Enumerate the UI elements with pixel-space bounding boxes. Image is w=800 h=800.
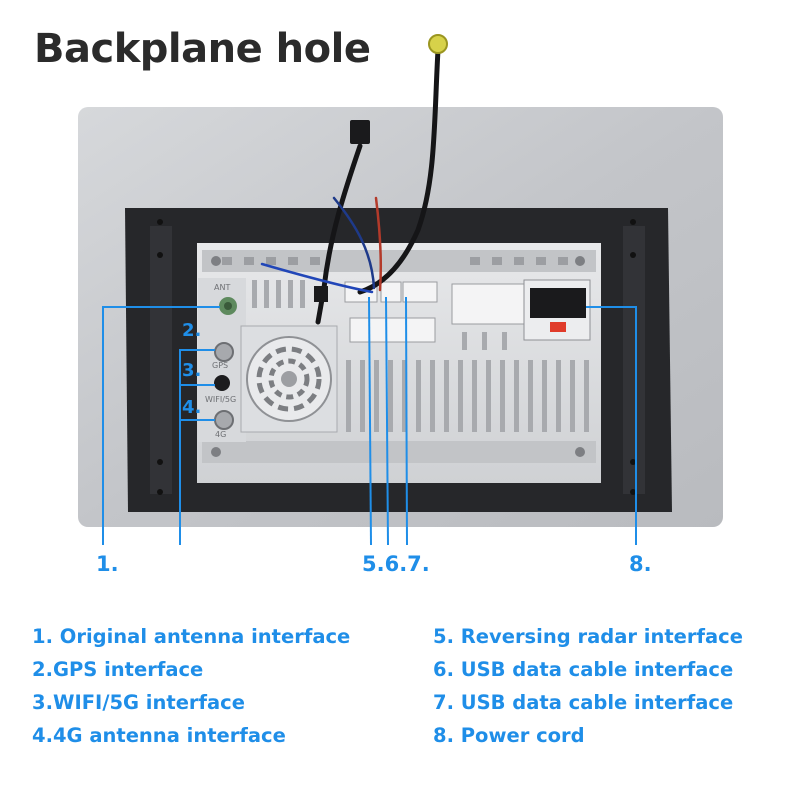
- head-unit-back: [197, 243, 601, 483]
- callout-4: 4.: [182, 397, 202, 418]
- callout-lines: [102, 296, 637, 546]
- label-gps: GPS: [212, 361, 228, 370]
- panel-text: ANT GPS WIFI/5G 4G: [205, 283, 236, 439]
- legend-item-6: 6. USB data cable interface: [433, 658, 734, 681]
- label-ant: ANT: [214, 283, 230, 292]
- page-title: Backplane hole: [34, 26, 371, 72]
- legend-item-7: 7. USB data cable interface: [433, 691, 734, 714]
- cable-harness: [260, 47, 441, 325]
- legend-item-2: 2.GPS interface: [32, 658, 204, 681]
- antenna-tip: [428, 34, 448, 54]
- legend-item-1: 1. Original antenna interface: [32, 625, 351, 648]
- callout-2: 2.: [182, 320, 202, 341]
- legend-item-5: 5. Reversing radar interface: [433, 625, 743, 648]
- callout-1: 1.: [96, 552, 119, 576]
- connector-plug: [350, 120, 370, 144]
- label-wifi: WIFI/5G: [205, 395, 236, 404]
- callout-8: 8.: [629, 552, 652, 576]
- callout-5-6-7: 5.6.7.: [362, 552, 430, 576]
- legend-item-4: 4.4G antenna interface: [32, 724, 286, 747]
- label-4g: 4G: [215, 430, 226, 439]
- legend-item-8: 8. Power cord: [433, 724, 585, 747]
- callout-3: 3.: [182, 360, 202, 381]
- legend-item-3: 3.WIFI/5G interface: [32, 691, 245, 714]
